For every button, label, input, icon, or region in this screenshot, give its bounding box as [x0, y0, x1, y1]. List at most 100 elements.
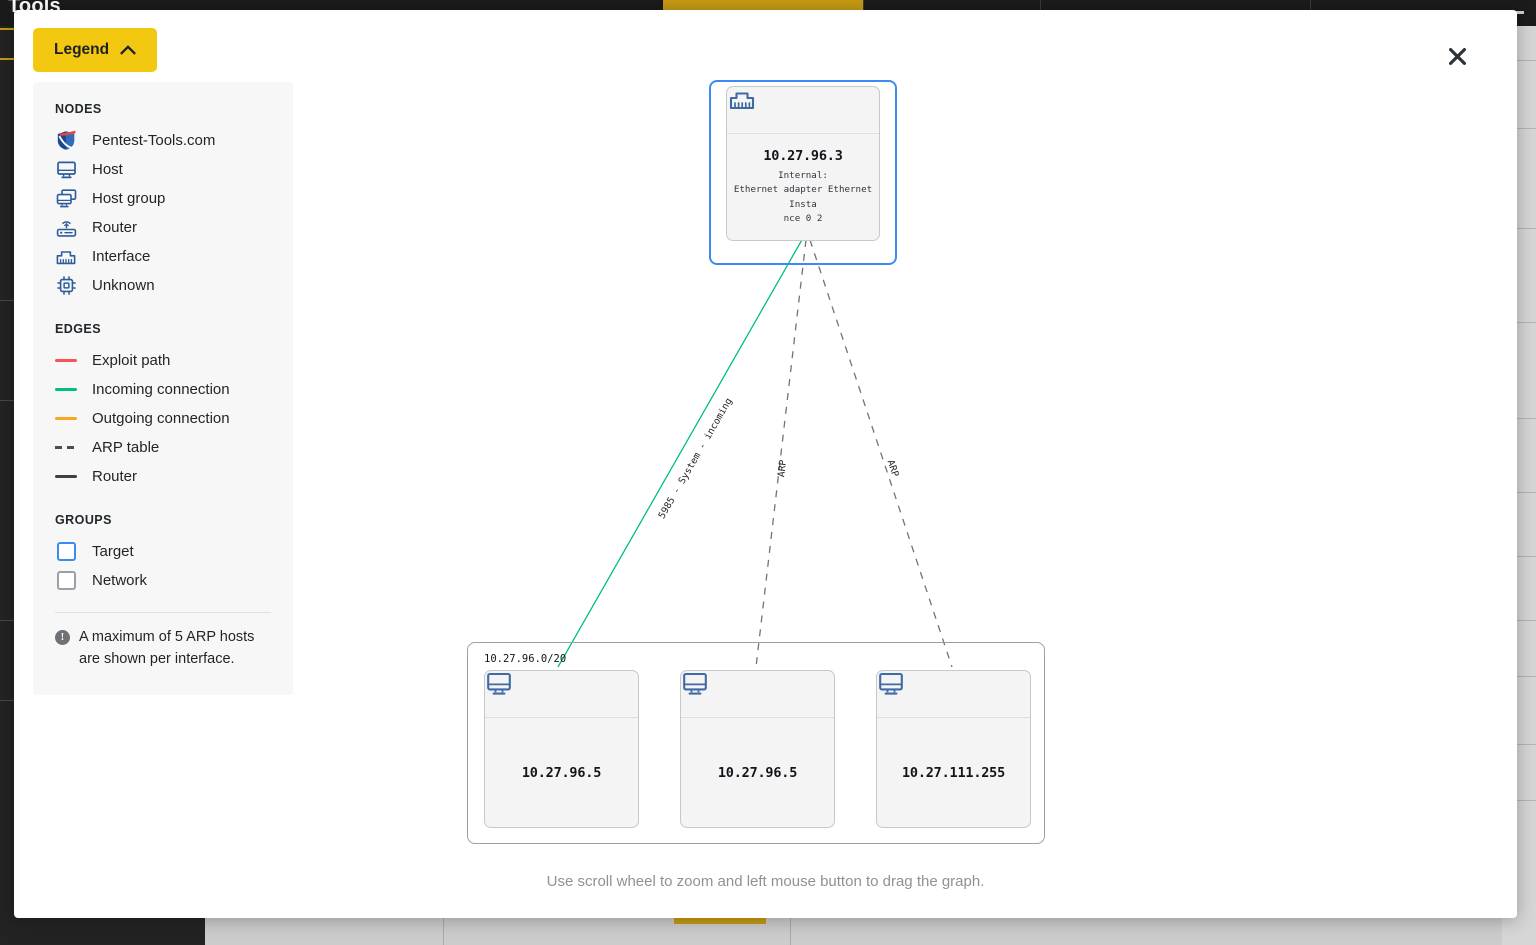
legend-item-label: Incoming connection [92, 381, 230, 398]
legend-item-router-edge[interactable]: Router [55, 462, 271, 491]
legend-item-host[interactable]: Host [55, 155, 271, 184]
legend-heading-edges: EDGES [55, 322, 102, 336]
line-swatch-icon [55, 359, 77, 362]
background-bottombar [205, 918, 1502, 945]
legend-item-router[interactable]: Router [55, 213, 271, 242]
background-rail-tick [0, 300, 14, 301]
monitor-icon [487, 672, 511, 695]
node-icon-pane [727, 87, 879, 134]
background-panel-row [1502, 322, 1536, 323]
node-body: 10.27.96.5 [485, 718, 638, 827]
legend-item-label: Unknown [92, 277, 155, 294]
node-body: 10.27.111.255 [877, 718, 1030, 827]
background-panel-row [1502, 744, 1536, 745]
legend-item-incoming-connection[interactable]: Incoming connection [55, 375, 271, 404]
interface-node[interactable]: 10.27.96.3 Internal: Ethernet adapter Et… [726, 86, 880, 241]
group-network[interactable]: 10.27.96.0/20 [467, 642, 1045, 844]
background-panel-row [1502, 128, 1536, 129]
edge-arp-1-line [755, 239, 807, 668]
node-ip: 10.27.96.5 [521, 764, 602, 781]
legend-item-label: ARP table [92, 439, 160, 456]
background-rail-tick [0, 700, 14, 701]
graph-hint: Use scroll wheel to zoom and left mouse … [546, 873, 985, 890]
group-network-label: 10.27.96.0/20 [484, 653, 567, 665]
legend-heading-nodes: NODES [55, 102, 102, 116]
legend-item-interface[interactable]: Interface [55, 242, 271, 271]
legend-item-network[interactable]: Network [55, 566, 271, 595]
legend-note: ! A maximum of 5 ARP hosts are shown per… [55, 627, 271, 671]
background-panel-row [1502, 418, 1536, 419]
legend-heading-groups: GROUPS [55, 513, 112, 527]
background-bottombar-button[interactable] [674, 918, 766, 924]
legend-item-host-group[interactable]: Host group [55, 184, 271, 213]
monitor-icon [879, 672, 903, 695]
legend-item-label: Host group [92, 190, 166, 207]
legend-item-label: Network [92, 572, 148, 589]
monitor-icon [683, 672, 707, 695]
legend-item-outgoing-connection[interactable]: Outgoing connection [55, 404, 271, 433]
legend-item-label: Host [92, 161, 123, 178]
legend-note-text: A maximum of 5 ARP hosts are shown per i… [79, 629, 255, 667]
network-graph-modal: 10.27.96.3 Internal: Ethernet adapter Et… [14, 10, 1517, 918]
legend-item-label: Router [92, 219, 138, 236]
chevron-up-icon [120, 45, 136, 55]
legend-item-label: Exploit path [92, 352, 171, 369]
edge-arp-1-label: ARP [776, 459, 790, 478]
background-panel-row [1502, 800, 1536, 801]
background-bottombar-separator [443, 918, 444, 945]
edge-incoming-line [557, 237, 804, 668]
box-swatch-icon [55, 542, 77, 561]
legend-item-unknown[interactable]: Unknown [55, 271, 271, 300]
background-panel-row [1502, 676, 1536, 677]
chip-icon [55, 275, 77, 296]
legend-toggle-label: Legend [54, 41, 110, 58]
background-rail-accent-2 [0, 58, 14, 60]
background-panel-row [1502, 60, 1536, 61]
monitor-group-icon [55, 188, 77, 209]
background-panel-row [1502, 620, 1536, 621]
node-icon-pane [485, 671, 638, 718]
info-icon: ! [55, 630, 70, 645]
host-node-1[interactable]: 10.27.96.5 [484, 670, 639, 828]
legend-divider [55, 612, 271, 613]
background-panel-row [1502, 228, 1536, 229]
edge-arp-2-line [809, 239, 953, 668]
legend-item-label: Target [92, 543, 134, 560]
legend-item-label: Outgoing connection [92, 410, 230, 427]
node-icon-pane [877, 671, 1030, 718]
host-node-2[interactable]: 10.27.96.5 [680, 670, 835, 828]
graph-edges-layer [557, 237, 953, 668]
box-swatch-icon [55, 571, 77, 590]
legend-item-exploit-path[interactable]: Exploit path [55, 346, 271, 375]
background-rail-tick [0, 620, 14, 621]
background-panel-row [1502, 492, 1536, 493]
close-button[interactable] [1441, 40, 1473, 72]
legend-toggle-button[interactable]: Legend [33, 28, 158, 72]
host-node-3[interactable]: 10.27.111.255 [876, 670, 1031, 828]
shield-icon [55, 130, 77, 151]
background-rail-accent [0, 28, 14, 30]
line-swatch-icon [55, 475, 77, 478]
legend-panel: NODES Pentest-Tools.com [33, 82, 293, 695]
node-body: 10.27.96.3 Internal: Ethernet adapter Et… [727, 134, 879, 240]
graph-canvas[interactable]: 10.27.96.3 Internal: Ethernet adapter Et… [14, 10, 1517, 918]
line-swatch-icon [55, 388, 77, 391]
node-ip: 10.27.96.5 [717, 764, 798, 781]
legend-item-pentest-tools[interactable]: Pentest-Tools.com [55, 126, 271, 155]
background-bottombar-separator [790, 918, 791, 945]
background-rail-tick [0, 400, 14, 401]
dashed-swatch-icon [55, 446, 77, 449]
router-icon [55, 218, 77, 238]
line-swatch-icon [55, 417, 77, 420]
node-ip: 10.27.96.3 [763, 148, 843, 164]
close-icon [1448, 47, 1466, 65]
node-icon-pane [681, 671, 834, 718]
legend-container: Legend NODES Pentest-Tools.com [33, 28, 293, 695]
legend-item-target[interactable]: Target [55, 537, 271, 566]
legend-item-label: Interface [92, 248, 151, 265]
group-target[interactable] [709, 80, 897, 265]
legend-item-label: Router [92, 468, 138, 485]
ethernet-port-icon [55, 248, 77, 266]
legend-item-arp-table[interactable]: ARP table [55, 433, 271, 462]
node-body: 10.27.96.5 [681, 718, 834, 827]
